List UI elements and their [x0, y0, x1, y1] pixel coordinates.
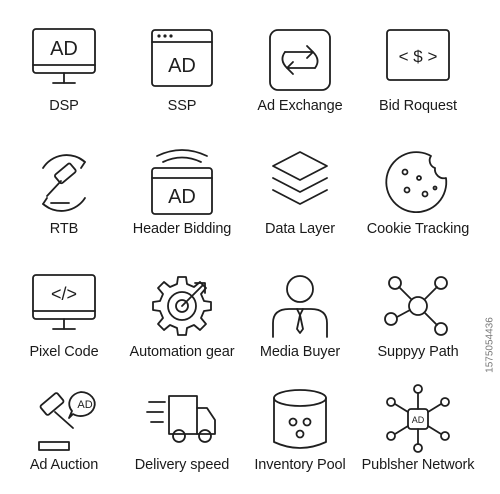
icon-grid: AD DSP AD SSP Ad Exchange < $ > Bid Roq	[5, 5, 475, 487]
svg-text:</>: </>	[51, 284, 77, 304]
icon-label: Bid Roquest	[379, 98, 457, 114]
svg-text:AD: AD	[168, 55, 196, 77]
icon-label: Cookie Tracking	[366, 221, 470, 237]
icon-label: RTB	[49, 221, 79, 237]
inventory-pool-icon	[273, 389, 327, 449]
icon-label: Ad Auction	[29, 457, 99, 473]
svg-text:AD: AD	[50, 38, 78, 60]
svg-text:< $ >: < $ >	[399, 47, 438, 66]
layers-icon	[272, 151, 328, 205]
icon-label: Delivery speed	[134, 457, 230, 473]
icon-tile-delivery-speed: Delivery speed	[123, 364, 241, 487]
monitor-code-icon: </>	[32, 274, 96, 330]
browser-ad-icon: AD	[151, 29, 213, 87]
icon-label: Pixel Code	[29, 344, 99, 360]
icon-label: Data Layer	[265, 221, 335, 237]
icon-label: SSP	[167, 98, 197, 114]
stock-id-watermark: 1575054436	[484, 317, 496, 373]
icon-tile-header-bidding: AD Header Bidding	[123, 128, 241, 251]
icon-tile-rtb: RTB	[5, 128, 123, 251]
icon-tile-automation-gear: Automation gear	[123, 251, 241, 374]
icon-tile-ad-exchange: Ad Exchange	[241, 5, 359, 128]
gear-target-icon	[152, 276, 212, 336]
icon-label: Header Bidding	[132, 221, 232, 237]
icon-label: Automation gear	[129, 344, 235, 360]
icon-tile-ssp: AD SSP	[123, 5, 241, 128]
icon-tile-inventory-pool: Inventory Pool	[241, 364, 359, 487]
icon-tile-media-buyer: Media Buyer	[241, 251, 359, 374]
icon-label: Publsher Network	[361, 457, 475, 473]
icon-tile-cookie-tracking: Cookie Tracking	[359, 128, 477, 251]
icon-tile-publisher-network: AD Publsher Network	[359, 364, 477, 487]
network-path-icon	[384, 276, 448, 336]
header-bidding-icon: AD	[151, 149, 213, 215]
icon-tile-ad-auction: AD Ad Auction	[5, 364, 123, 487]
gavel-ad-icon: AD	[38, 391, 96, 451]
icon-tile-supply-path: Suppyy Path	[359, 251, 477, 374]
monitor-ad-icon: AD	[32, 28, 96, 84]
cookie-icon	[385, 151, 448, 213]
exchange-arrows-icon	[269, 29, 331, 91]
icon-label: Media Buyer	[259, 344, 341, 360]
svg-text:AD: AD	[412, 415, 425, 425]
icon-tile-pixel-code: </> Pixel Code	[5, 251, 123, 374]
fast-truck-icon	[146, 395, 216, 443]
icon-label: Inventory Pool	[254, 457, 346, 473]
icon-tile-dsp: AD DSP	[5, 5, 123, 128]
icon-label: Suppyy Path	[377, 344, 459, 360]
code-dollar-icon: < $ >	[386, 29, 450, 81]
icon-label: DSP	[49, 98, 79, 114]
publisher-network-icon: AD	[386, 384, 450, 453]
icon-label: Ad Exchange	[257, 98, 343, 114]
icon-tile-bid-request: < $ > Bid Roquest	[359, 5, 477, 128]
svg-text:AD: AD	[168, 186, 196, 208]
person-tie-icon	[272, 275, 328, 338]
svg-text:AD: AD	[77, 399, 92, 411]
icon-tile-data-layer: Data Layer	[241, 128, 359, 251]
gavel-cycle-icon	[42, 154, 86, 212]
